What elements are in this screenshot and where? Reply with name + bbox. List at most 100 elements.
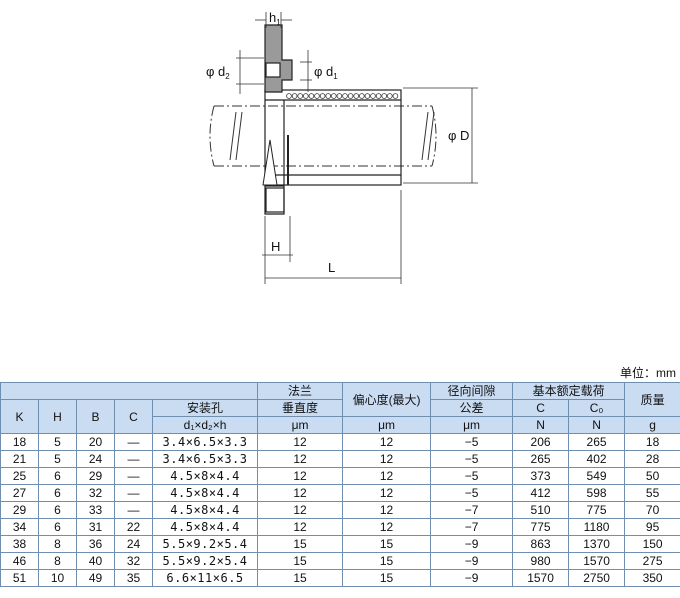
cell-C-dyn: 373 — [512, 467, 570, 485]
header-flange-perp-l2: 垂直度 — [257, 399, 344, 417]
cell-B: 29 — [76, 467, 115, 485]
cell-H: 6 — [38, 484, 77, 502]
header-flange-perp-l1: 法兰 — [257, 382, 344, 400]
cell-H: 6 — [38, 518, 77, 536]
cell-C-dyn: 206 — [512, 433, 570, 451]
cell-H: 6 — [38, 501, 77, 519]
ball — [358, 93, 365, 99]
cell-flange-perp: 15 — [257, 552, 344, 570]
dimension-labels: h1 φ d2 φ d1 φ D H L — [206, 10, 469, 275]
header-C-dyn-unit: N — [512, 416, 570, 434]
cell-radial-clearance: −5 — [430, 450, 514, 468]
cell-C0: 1180 — [568, 518, 626, 536]
shaft-break-marks — [229, 111, 435, 161]
cell-C: — — [114, 484, 153, 502]
cell-eccentricity: 15 — [342, 535, 432, 553]
cell-B: 32 — [76, 484, 115, 502]
cell-eccentricity: 15 — [342, 552, 432, 570]
ball — [336, 93, 343, 99]
cell-flange-perp: 12 — [257, 518, 344, 536]
cell-C: 22 — [114, 518, 153, 536]
cell-eccentricity: 12 — [342, 501, 432, 519]
cell-eccentricity: 12 — [342, 467, 432, 485]
cell-K: 38 — [0, 535, 39, 553]
ball-row — [286, 93, 399, 99]
cell-eccentricity: 12 — [342, 484, 432, 502]
cell-K: 51 — [0, 569, 39, 587]
header-radial-clearance-l1: 径向间隙 — [430, 382, 514, 400]
cell-flange-perp: 12 — [257, 501, 344, 519]
cell-C: — — [114, 450, 153, 468]
cell-flange-perp: 12 — [257, 467, 344, 485]
cell-radial-clearance: −7 — [430, 501, 514, 519]
ball — [330, 93, 337, 99]
header-C: C — [114, 399, 153, 434]
cell-flange-perp: 12 — [257, 484, 344, 502]
header-blank — [0, 382, 259, 400]
spec-table: 法兰 偏心度(最大) 径向间隙 基本额定载荷 质量 K H B C 安装孔 垂直… — [0, 382, 680, 587]
label-D: φ D — [448, 128, 469, 143]
header-mass: 质量 — [624, 382, 680, 417]
label-d2: φ d2 — [206, 64, 230, 81]
cell-eccentricity: 15 — [342, 569, 432, 587]
section-hatch — [262, 139, 278, 186]
cell-mount-hole: 4.5×8×4.4 — [151, 518, 259, 536]
cell-C0: 549 — [568, 467, 626, 485]
ball — [381, 93, 388, 99]
cell-K: 29 — [0, 501, 39, 519]
cell-mount-hole: 5.5×9.2×5.4 — [151, 552, 259, 570]
label-H: H — [271, 239, 280, 254]
header-C-dyn: C — [512, 399, 570, 417]
cell-K: 18 — [0, 433, 39, 451]
ball — [353, 93, 360, 99]
cell-mount-hole: 4.5×8×4.4 — [151, 484, 259, 502]
cell-radial-clearance: −9 — [430, 535, 514, 553]
header-radial-clearance-l2: 公差 — [430, 399, 514, 417]
cell-C-dyn: 1570 — [512, 569, 570, 587]
cell-C0: 1370 — [568, 535, 626, 553]
header-mount-hole-formula: d₁×d₂×h — [151, 416, 259, 434]
cell-mass: 95 — [624, 518, 680, 536]
cell-mount-hole: 4.5×8×4.4 — [151, 501, 259, 519]
ball — [370, 93, 376, 99]
ball — [286, 93, 292, 99]
cell-mass: 55 — [624, 484, 680, 502]
cell-C0: 1570 — [568, 552, 626, 570]
cell-eccentricity: 12 — [342, 450, 432, 468]
cell-C: 32 — [114, 552, 153, 570]
cell-C: 24 — [114, 535, 153, 553]
cell-mass: 18 — [624, 433, 680, 451]
ball — [297, 93, 304, 99]
dimension-lines — [236, 12, 478, 284]
cell-B: 24 — [76, 450, 115, 468]
header-basic-load: 基本额定载荷 — [512, 382, 626, 400]
header-mass-unit: g — [624, 416, 680, 434]
header-eccentricity: 偏心度(最大) — [342, 382, 432, 417]
table-header: 法兰 偏心度(最大) 径向间隙 基本额定载荷 质量 K H B C 安装孔 垂直… — [0, 382, 680, 434]
cell-mass: 150 — [624, 535, 680, 553]
cell-mass: 70 — [624, 501, 680, 519]
cell-C: — — [114, 467, 153, 485]
header-C0-unit: N — [568, 416, 626, 434]
ball — [347, 93, 354, 99]
cell-C0: 598 — [568, 484, 626, 502]
header-eccentricity-unit: μm — [342, 416, 432, 434]
cell-mount-hole: 4.5×8×4.4 — [151, 467, 259, 485]
cell-C-dyn: 775 — [512, 518, 570, 536]
cell-C-dyn: 265 — [512, 450, 570, 468]
bearing-body — [264, 89, 402, 186]
cell-C: — — [114, 433, 153, 451]
cell-K: 46 — [0, 552, 39, 570]
cell-radial-clearance: −9 — [430, 552, 514, 570]
header-B: B — [76, 399, 115, 434]
ball — [392, 93, 399, 99]
cell-H: 10 — [38, 569, 77, 587]
